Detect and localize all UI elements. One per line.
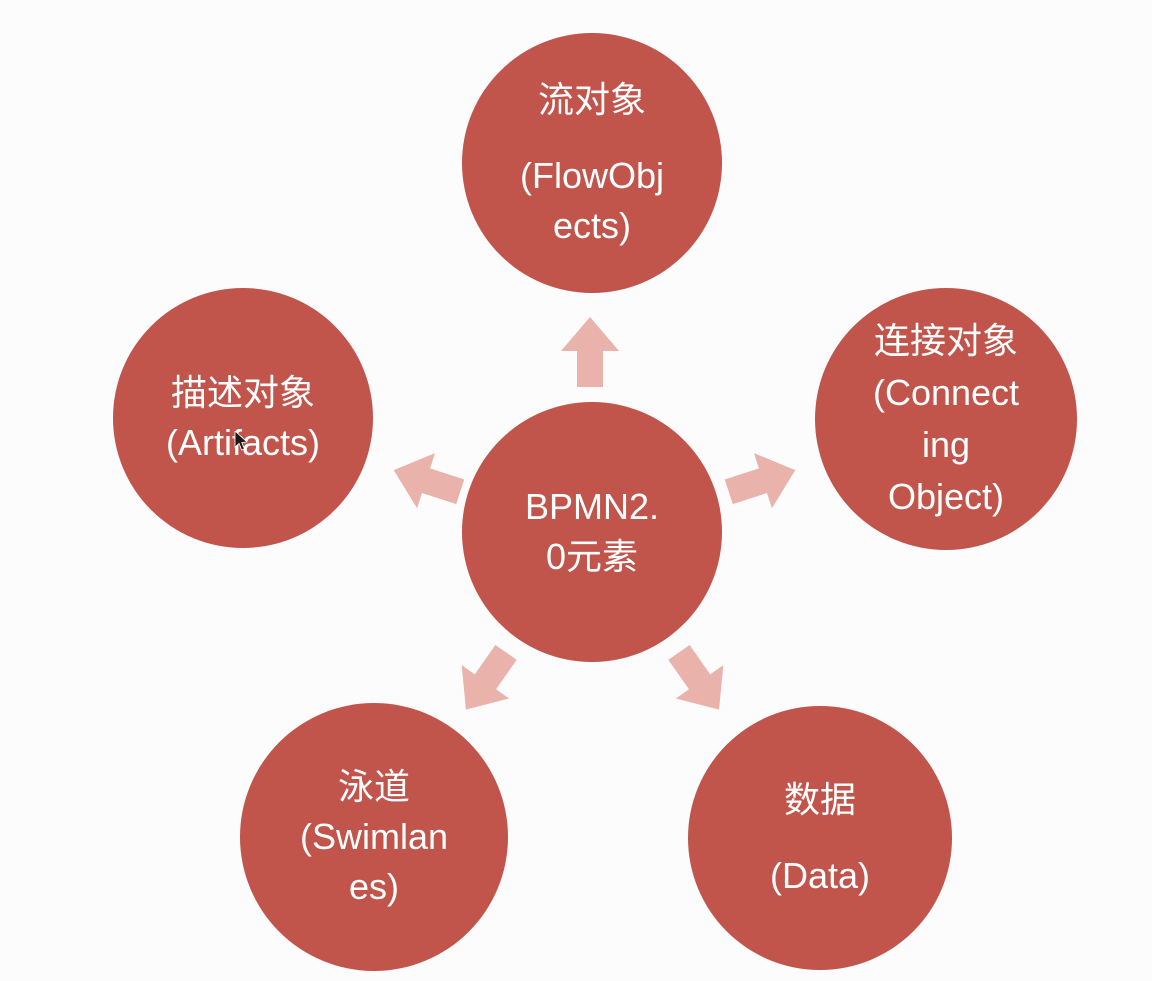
node-connecting-object: 连接对象 (Connect ing Object) (815, 288, 1077, 550)
node-bpmn-center: BPMN2. 0元素 (462, 402, 722, 662)
node-swimlanes-line-1: 泳道 (337, 766, 410, 807)
arrow-up-icon (561, 317, 619, 387)
node-data-line-2: (Data) (769, 855, 871, 896)
node-data-line-1: 数据 (783, 779, 856, 820)
node-connecting-object-line-4: Object) (887, 476, 1005, 517)
node-swimlanes: 泳道 (Swimlan es) (240, 703, 508, 971)
node-bpmn-center-line-1: BPMN2. (524, 486, 660, 527)
node-flow-objects: 流对象 (FlowObj ects) (462, 33, 722, 293)
node-flow-objects-line-2: (FlowObj (519, 155, 665, 196)
node-bpmn-center-line-2: 0元素 (545, 536, 639, 577)
node-connecting-object-line-1: 连接对象 (873, 320, 1018, 361)
node-connecting-object-line-3: ing (921, 424, 971, 465)
node-artifacts: 描述对象 (Artifacts) (113, 288, 373, 548)
arrow-right-icon (720, 443, 804, 520)
arrow-down-right-icon (655, 636, 743, 727)
node-artifacts-line-1: 描述对象 (170, 372, 315, 413)
arrow-down-left-icon (442, 636, 530, 727)
node-data: 数据 (Data) (688, 706, 952, 970)
node-connecting-object-line-2: (Connect (872, 372, 1020, 413)
node-flow-objects-line-3: ects) (552, 205, 631, 246)
mouse-cursor-icon (234, 431, 248, 452)
arrow-left-icon (385, 443, 469, 520)
node-swimlanes-line-3: es) (348, 866, 399, 907)
node-swimlanes-line-2: (Swimlan (299, 816, 449, 857)
node-flow-objects-line-1: 流对象 (537, 79, 646, 120)
